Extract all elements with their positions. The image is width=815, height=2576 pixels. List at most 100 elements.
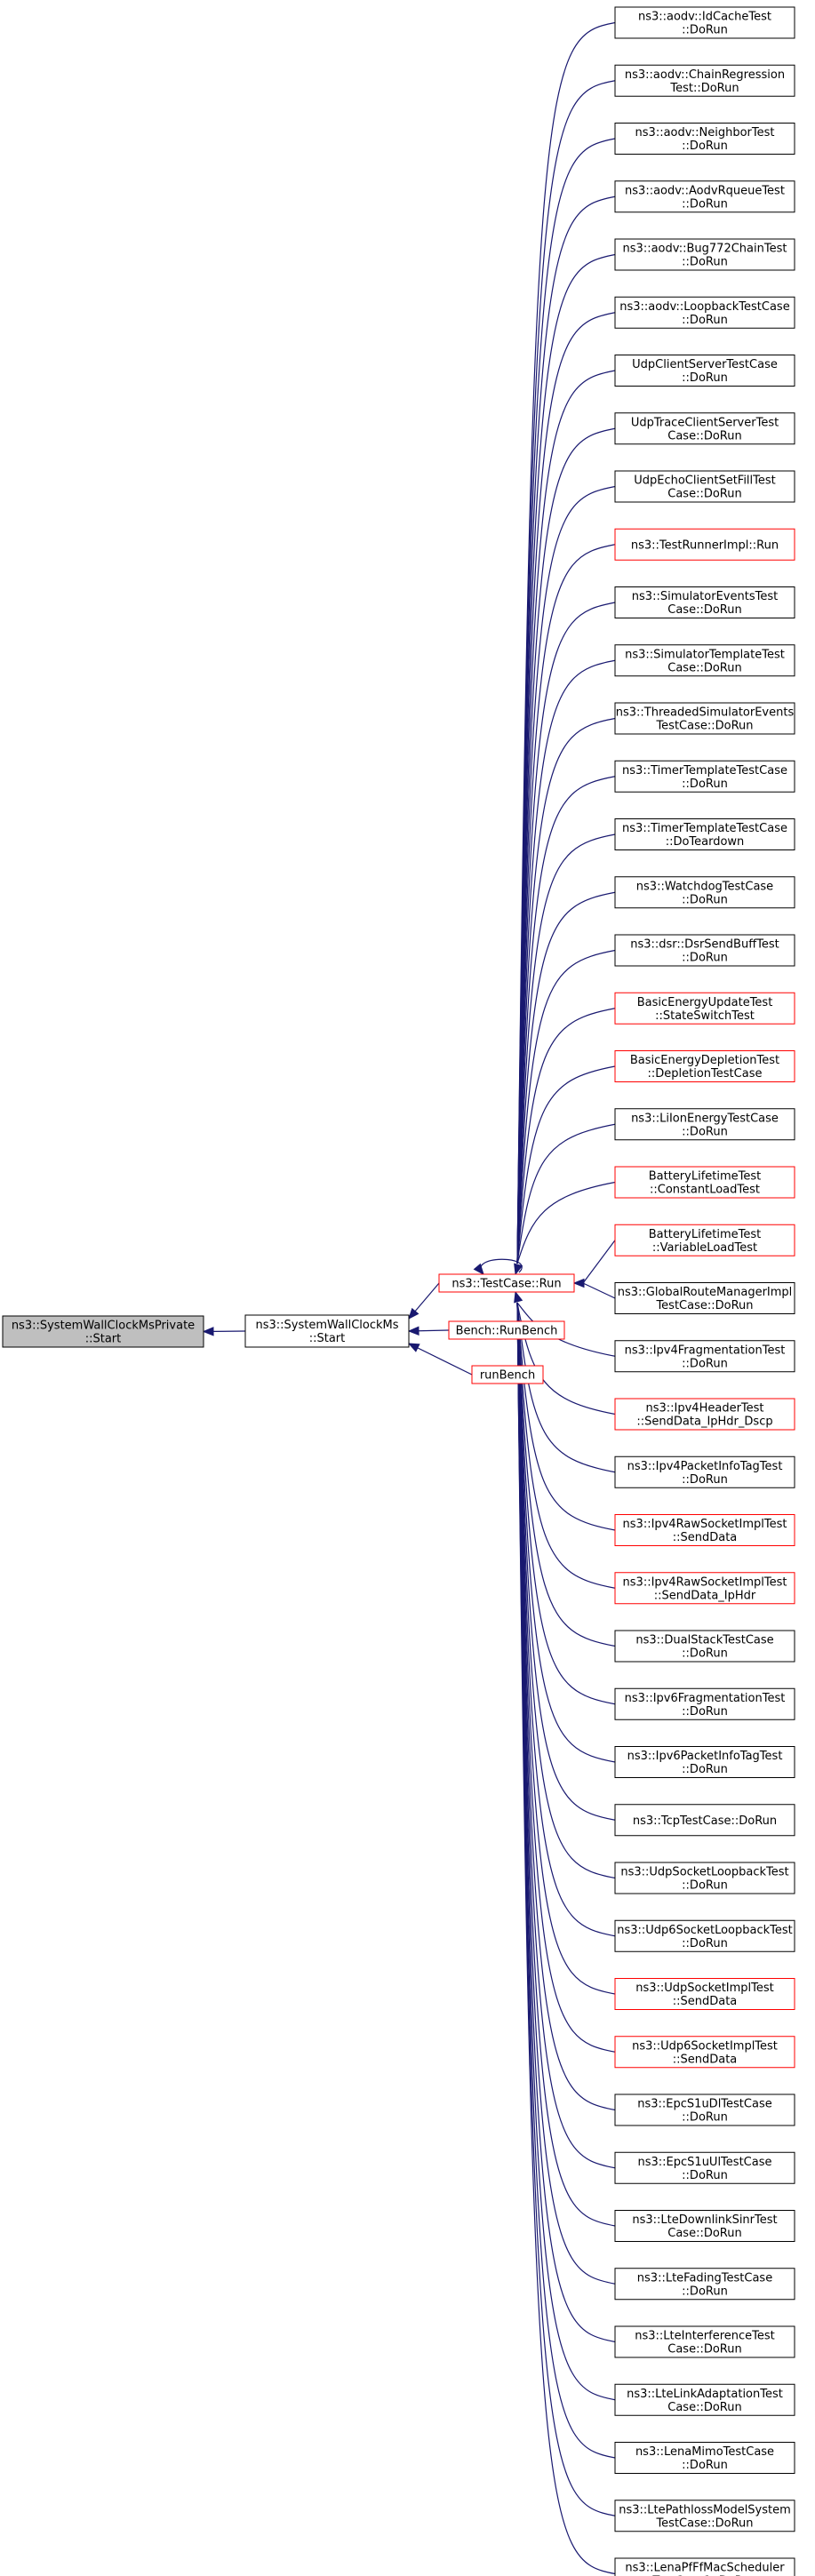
caller-ns3-tcptestcase-dorun[interactable]: ns3::TcpTestCase::DoRun	[614, 1804, 795, 1837]
caller-batterylifetimetest-variableloadtest-label-2: ::VariableLoadTest	[652, 1241, 757, 1255]
caller-basicenergydepletiontest-depletiontestcase[interactable]: BasicEnergyDepletionTest::DepletionTestC…	[614, 1050, 795, 1082]
caller-ns3-globalroutemanagerimpl-testcase-dorun[interactable]: ns3::GlobalRouteManagerImplTestCase::DoR…	[614, 1282, 795, 1314]
caller-ns3-threadedsimulatorevents-testcase-dorun-label-2: TestCase::DoRun	[655, 720, 753, 733]
edge-caller-11	[516, 602, 616, 1264]
caller-ns3-dsr-dsrsendbufftest-dorun-box	[614, 934, 795, 967]
caller-ns3-threadedsimulatorevents-testcase-dorun[interactable]: ns3::ThreadedSimulatorEventsTestCase::Do…	[614, 702, 795, 735]
caller-ns3-ipv6fragmentationtest-dorun[interactable]: ns3::Ipv6FragmentationTest::DoRun	[614, 1687, 795, 1720]
caller-ns3-ltelinkadaptationtest-case-dorun-label-1: ns3::LteLinkAdaptationTest	[627, 2388, 783, 2401]
caller-ns3-udpsocketloopbacktest-dorun[interactable]: ns3::UdpSocketLoopbackTest::DoRun	[614, 1862, 795, 1894]
caller-ns3-udp6socketloopbacktest-dorun[interactable]: ns3::Udp6SocketLoopbackTest::DoRun	[614, 1919, 795, 1952]
caller-ns3-ipv4rawsocketimpltest-senddata[interactable]: ns3::Ipv4RawSocketImplTest::SendData	[614, 1514, 795, 1546]
caller-ns3-timertemplatetestcase-dorun[interactable]: ns3::TimerTemplateTestCase::DoRun	[614, 760, 795, 793]
caller-ns3-timertemplatetestcase-doteardown-label-1: ns3::TimerTemplateTestCase	[622, 822, 787, 835]
caller-ns3-aodv-chainregression-test-dorun-label-2: Test::DoRun	[669, 82, 739, 95]
caller-ns3-epcs1uultestcase-dorun[interactable]: ns3::EpcS1uUlTestCase::DoRun	[614, 2151, 795, 2184]
caller-ns3-testrunnerimpl-run-label-1: ns3::TestRunnerImpl::Run	[631, 538, 779, 552]
caller-ns3-udpsocketimpltest-senddata-box	[614, 1978, 795, 2010]
caller-ns3-ipv4fragmentationtest-dorun-label-2: ::DoRun	[682, 1357, 728, 1370]
caller-ns3-aodv-neighbortest-dorun-box	[614, 123, 795, 155]
caller-udpclientservertestcase-dorun-label-2: ::DoRun	[682, 371, 728, 385]
caller-batterylifetimetest-constantloadtest[interactable]: BatteryLifetimeTest::ConstantLoadTest	[614, 1166, 795, 1199]
caller-udpechoclientsetfilltest-case-dorun-label-1: UdpEchoClientSetFillTest	[634, 475, 776, 488]
caller-ns3-testrunnerimpl-run[interactable]: ns3::TestRunnerImpl::Run	[614, 528, 795, 561]
caller-ns3-aodv-neighbortest-dorun[interactable]: ns3::aodv::NeighborTest::DoRun	[614, 123, 795, 155]
caller-ns3-ltedownlinksinrtest-case-dorun-box	[614, 2210, 795, 2242]
edge-caller-17	[516, 949, 616, 1264]
caller-udpechoclientsetfilltest-case-dorun-box	[614, 470, 795, 503]
edge-caller-30	[516, 1302, 616, 1705]
caller-ns3-lenapfffmacscheduler-testcase1-dorun-box	[614, 2557, 795, 2576]
caller-ns3-tcptestcase-dorun-box	[614, 1804, 795, 1837]
caller-ns3-ipv6packetinfotagtest-dorun[interactable]: ns3::Ipv6PacketInfoTagTest::DoRun	[614, 1746, 795, 1778]
caller-ns3-ipv4packetinfotagtest-dorun-label-2: ::DoRun	[682, 1473, 728, 1487]
caller-ns3-timertemplatetestcase-dorun-label-2: ::DoRun	[682, 778, 728, 791]
caller-ns3-simulatoreventstest-case-dorun-label-1: ns3::SimulatorEventsTest	[632, 590, 778, 603]
caller-ns3-ipv4fragmentationtest-dorun[interactable]: ns3::Ipv4FragmentationTest::DoRun	[614, 1340, 795, 1373]
caller-ns3-udp6socketimpltest-senddata[interactable]: ns3::Udp6SocketImplTest::SendData	[614, 2036, 795, 2069]
caller-ns3-lenamimotestcase-dorun[interactable]: ns3::LenaMimoTestCase::DoRun	[614, 2442, 795, 2474]
caller-ns3-aodv-bug772chaintest-dorun[interactable]: ns3::aodv::Bug772ChainTest::DoRun	[614, 238, 795, 271]
edge-caller-8	[516, 427, 616, 1264]
caller-ns3-udpsocketloopbacktest-dorun-box	[614, 1862, 795, 1894]
caller-ns3-ltefadingtestcase-dorun[interactable]: ns3::LteFadingTestCase::DoRun	[614, 2268, 795, 2301]
caller-ns3-ipv4packetinfotagtest-dorun[interactable]: ns3::Ipv4PacketInfoTagTest::DoRun	[614, 1455, 795, 1488]
caller-ns3-ltepathlossmodelsystem-testcase-dorun-box	[614, 2500, 795, 2532]
caller-ns3-timertemplatetestcase-doteardown[interactable]: ns3::TimerTemplateTestCase::DoTeardown	[614, 818, 795, 850]
edge-caller-33	[516, 1302, 616, 1879]
caller-ns3-udpsocketloopbacktest-dorun-label-2: ::DoRun	[682, 1879, 728, 1893]
caller-ns3-udp6socketimpltest-senddata-label-1: ns3::Udp6SocketImplTest	[632, 2039, 778, 2053]
caller-ns3-ltedownlinksinrtest-case-dorun-label-2: Case::DoRun	[667, 2227, 741, 2240]
caller-ns3-lteinterferencetest-case-dorun-label-2: Case::DoRun	[667, 2343, 741, 2357]
caller-ns3-ltepathlossmodelsystem-testcase-dorun-label-1: ns3::LtePathlossModelSystem	[619, 2503, 791, 2516]
caller-udpclientservertestcase-dorun[interactable]: UdpClientServerTestCase::DoRun	[614, 355, 795, 387]
caller-ns3-ipv4packetinfotagtest-dorun-label-1: ns3::Ipv4PacketInfoTagTest	[627, 1460, 783, 1473]
caller-basicenergydepletiontest-depletiontestcase-label-1: BasicEnergyDepletionTest	[630, 1054, 779, 1067]
caller-ns3-liionenergytestcase-dorun[interactable]: ns3::LiIonEnergyTestCase::DoRun	[614, 1108, 795, 1141]
caller-ns3-aodv-aodvrqueuetest-dorun[interactable]: ns3::aodv::AodvRqueueTest::DoRun	[614, 180, 795, 213]
node-start[interactable]: ns3::SystemWallClockMs::Start	[244, 1314, 410, 1348]
caller-ns3-ipv4headertest-senddata-iphdr-dscp[interactable]: ns3::Ipv4HeaderTest::SendData_IpHdr_Dscp	[614, 1398, 795, 1431]
caller-basicenergyupdatetest-stateswitchtest[interactable]: BasicEnergyUpdateTest::StateSwitchTest	[614, 992, 795, 1025]
caller-ns3-lenamimotestcase-dorun-label-2: ::DoRun	[682, 2459, 728, 2472]
edge-caller-45	[516, 1302, 616, 2575]
caller-ns3-ipv4rawsocketimpltest-senddata-iphdr-label-2: ::SendData_IpHdr	[654, 1589, 756, 1602]
caller-ns3-epcs1udltestcase-dorun[interactable]: ns3::EpcS1uDlTestCase::DoRun	[614, 2093, 795, 2126]
caller-batterylifetimetest-variableloadtest[interactable]: BatteryLifetimeTest::VariableLoadTest	[614, 1224, 795, 1256]
edge-caller-10	[516, 544, 616, 1264]
caller-ns3-liionenergytestcase-dorun-box	[614, 1108, 795, 1141]
caller-ns3-ipv4headertest-senddata-iphdr-dscp-label-1: ns3::Ipv4HeaderTest	[645, 1402, 763, 1416]
caller-ns3-udpsocketloopbacktest-dorun-label-1: ns3::UdpSocketLoopbackTest	[620, 1866, 788, 1879]
caller-ns3-timertemplatetestcase-doteardown-box	[614, 818, 795, 850]
node-bench-runbench[interactable]: Bench::RunBench	[448, 1320, 565, 1340]
caller-ns3-dualstacktestcase-dorun[interactable]: ns3::DualStackTestCase::DoRun	[614, 1630, 795, 1663]
caller-ns3-aodv-idcachetest-dorun[interactable]: ns3::aodv::IdCacheTest::DoRun	[614, 6, 795, 39]
caller-ns3-globalroutemanagerimpl-testcase-dorun-box	[614, 1282, 795, 1314]
caller-ns3-udp6socketimpltest-senddata-box	[614, 2036, 795, 2069]
caller-ns3-udpsocketimpltest-senddata[interactable]: ns3::UdpSocketImplTest::SendData	[614, 1978, 795, 2010]
caller-ns3-ltefadingtestcase-dorun-label-2: ::DoRun	[682, 2285, 728, 2298]
node-root[interactable]: ns3::SystemWallClockMsPrivate::Start	[2, 1315, 204, 1348]
caller-ns3-aodv-loopbacktestcase-dorun[interactable]: ns3::aodv::LoopbackTestCase::DoRun	[614, 296, 795, 329]
node-bench-runbench-box	[448, 1320, 565, 1340]
node-testcase-run[interactable]: ns3::TestCase::Run	[438, 1273, 575, 1293]
caller-ns3-ipv4rawsocketimpltest-senddata-iphdr[interactable]: ns3::Ipv4RawSocketImplTest::SendData_IpH…	[614, 1572, 795, 1605]
caller-ns3-dualstacktestcase-dorun-box	[614, 1630, 795, 1663]
caller-ns3-dualstacktestcase-dorun-label-2: ::DoRun	[682, 1647, 728, 1661]
caller-ns3-threadedsimulatorevents-testcase-dorun-label-1: ns3::ThreadedSimulatorEvents	[616, 706, 795, 720]
caller-ns3-lenapfffmacscheduler-testcase1-dorun[interactable]: ns3::LenaPfFfMacSchedulerTestCase1::DoRu…	[614, 2557, 795, 2576]
node-runbench[interactable]: runBench	[471, 1365, 544, 1384]
caller-ns3-watchdogtestcase-dorun[interactable]: ns3::WatchdogTestCase::DoRun	[614, 876, 795, 909]
caller-ns3-dsr-dsrsendbufftest-dorun[interactable]: ns3::dsr::DsrSendBuffTest::DoRun	[614, 934, 795, 967]
caller-ns3-lenapfffmacscheduler-testcase1-dorun-label-2: TestCase1::DoRun	[651, 2575, 756, 2576]
caller-basicenergydepletiontest-depletiontestcase-label-2: ::DepletionTestCase	[648, 1067, 763, 1081]
caller-ns3-ltepathlossmodelsystem-testcase-dorun[interactable]: ns3::LtePathlossModelSystemTestCase::DoR…	[614, 2500, 795, 2532]
